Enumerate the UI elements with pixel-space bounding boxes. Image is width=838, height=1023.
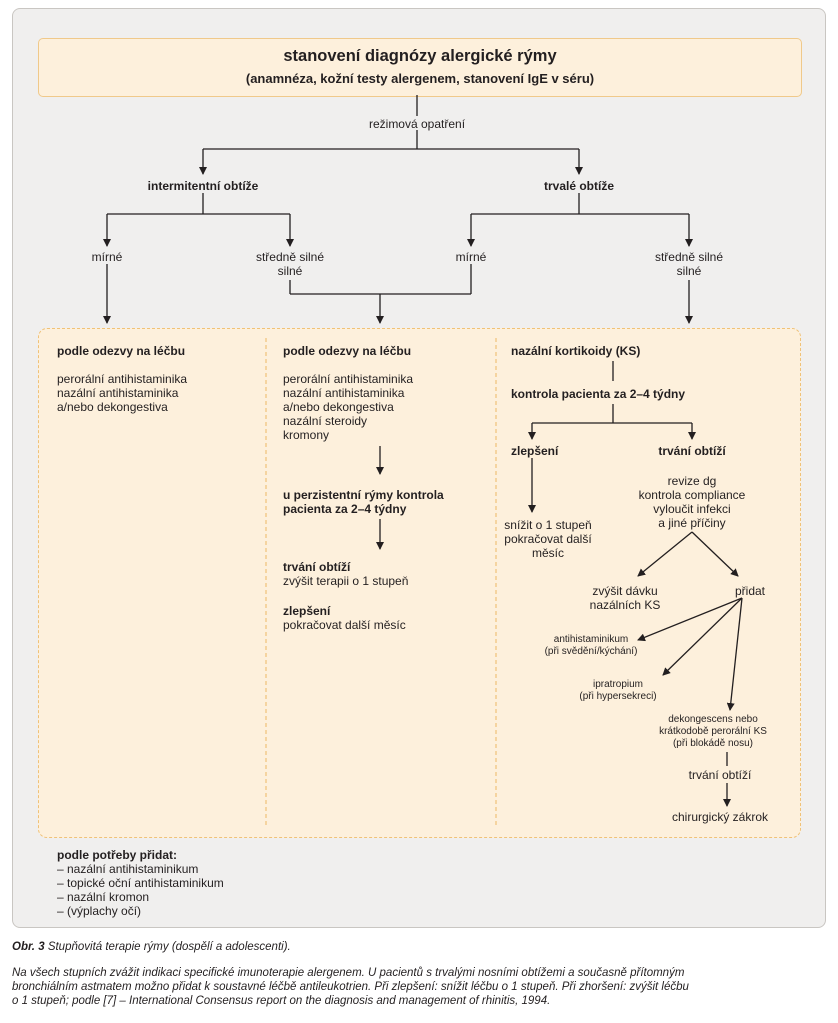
persistent-severe-node: středně silné silné [655,250,723,278]
caption-note-line: o 1 stupeň; podle [7] – International Co… [12,995,551,1007]
label-line: ipratropium [592,679,644,690]
col3-increase-dose: zvýšit dávku nazálních KS [590,584,661,612]
intermittent-mild-node: mírné [91,250,123,264]
diagram-subtitle: (anamnéza, kožní testy alergenem, stanov… [245,71,595,86]
col2-persist-text: zvýšit terapii o 1 stupeň [283,574,409,588]
label-line: pacienta za 2–4 týdny [283,502,407,516]
label-line: nazálních KS [589,598,661,612]
label-line: (při blokádě nosu) [672,738,754,749]
label-line: snížit o 1 stupeň [504,518,592,532]
list-item: – nazální antihistaminikum [57,862,199,876]
label-line: revize dg [667,474,717,488]
col1-list: perorální antihistaminika nazální antihi… [57,372,187,414]
col2-improve-heading: zlepšení [283,604,331,618]
col3-persist2: trvání obtíží [688,768,752,782]
label-line: měsíc [531,546,565,560]
label-line: středně silné [255,250,325,264]
persistent-mild-node: mírné [455,250,487,264]
label-line: zvýšit dávku [592,584,658,598]
col3-antihistamine: antihistaminikum (při svědění/kýchání) [545,634,638,658]
as-needed-heading: podle potřeby přidat: [57,848,177,862]
list-item: a/nebo dekongestiva [283,400,394,414]
label-line: pokračovat další [504,532,592,546]
col2-heading: podle odezvy na léčbu [283,344,412,358]
diagram-title: stanovení diagnózy alergické rýmy [283,47,557,65]
col3-persist-heading: trvání obtíží [658,444,726,458]
label-line: (při hypersekreci) [579,691,657,702]
caption-note-line: Na všech stupních zvážit indikaci specif… [12,967,685,979]
label-line: středně silné [654,250,724,264]
col3-improve-heading: zlepšení [511,444,559,458]
col3-add: přidat [734,584,766,598]
list-item: nazální antihistaminika [57,386,179,400]
figure-caption: Obr. 3 Stupňovitá terapie rýmy (dospělí … [12,940,291,954]
col2-persist-heading: trvání obtíží [283,560,351,574]
label-line: dekongescens nebo [668,714,758,725]
intermittent-severe-node: středně silné silné [256,250,324,278]
label-line: u perzistentní rýmy kontrola [283,488,444,502]
col2-improve-text: pokračovat další měsíc [283,618,406,632]
list-item: – topické oční antihistaminikum [57,876,224,890]
caption-note-line: bronchiálním astmatem možno přidat k sou… [12,981,689,993]
label-line: krátkodobě perorální KS [659,726,767,737]
label-line: silné [277,264,303,278]
col3-decongestant: dekongescens nebo krátkodobě perorální K… [659,714,767,750]
col1-heading: podle odezvy na léčbu [57,344,186,358]
label-line: silné [676,264,702,278]
label-line: (při svědění/kýchání) [544,646,638,657]
label-line: antihistaminikum [553,634,629,645]
persistent-node: trvalé obtíže [543,179,615,193]
col3-control: kontrola pacienta za 2–4 týdny [511,387,686,401]
col3-surgery: chirurgický zákrok [671,810,769,824]
list-item: perorální antihistaminika [283,372,414,386]
label-line: a jiné příčiny [658,516,726,530]
title-box: stanovení diagnózy alergické rýmy (anamn… [38,38,802,97]
label-line: kontrola compliance [638,488,746,502]
col3-improve-text: snížit o 1 stupeň pokračovat další měsíc [504,518,591,560]
col3-persist-text: revize dg kontrola compliance vyloučit i… [639,474,746,530]
col3-heading: nazální kortikoidy (KS) [511,344,641,358]
col3-ipratropium: ipratropium (při hypersekreci) [579,679,656,703]
as-needed-list: – nazální antihistaminikum – topické očn… [57,862,224,918]
list-item: kromony [283,428,330,442]
list-item: – nazální kromon [57,890,150,904]
list-item: nazální antihistaminika [283,386,405,400]
treatment-box [38,328,801,838]
list-item: nazální steroidy [283,414,368,428]
label-line: vyloučit infekci [653,502,731,516]
regime-label: režimová opatření [368,117,466,131]
list-item: – (výplachy očí) [57,904,142,918]
list-item: a/nebo dekongestiva [57,400,168,414]
caption-label: Obr. 3 [12,941,45,953]
col2-control: u perzistentní rýmy kontrola pacienta za… [283,488,444,516]
intermittent-node: intermitentní obtíže [147,179,259,193]
col2-list: perorální antihistaminika nazální antihi… [283,372,413,442]
list-item: perorální antihistaminika [57,372,188,386]
caption-title: Stupňovitá terapie rýmy (dospělí a adole… [47,941,291,953]
